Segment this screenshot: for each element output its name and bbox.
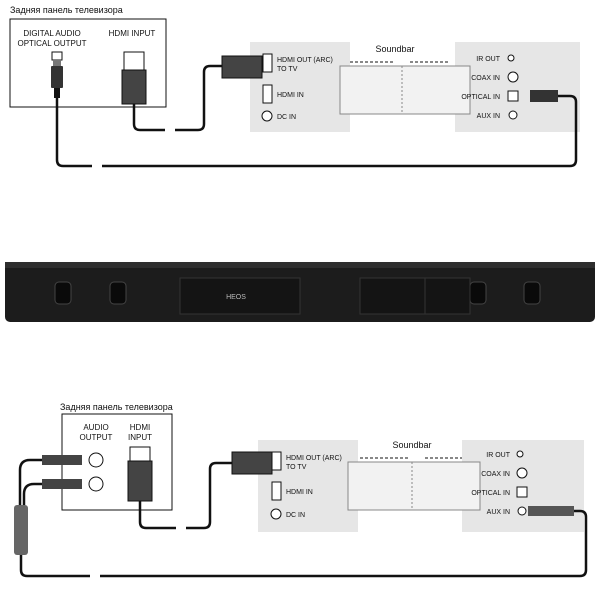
bottom-aux-in-label: AUX IN bbox=[487, 509, 510, 516]
bottom-rca-cable-split bbox=[18, 458, 42, 505]
top-optical-output-label-2: OPTICAL OUTPUT bbox=[17, 39, 86, 48]
bottom-hdmi-input-label-2: INPUT bbox=[128, 433, 152, 442]
top-aux-in-label: AUX IN bbox=[477, 113, 500, 120]
top-dc-in-port-icon bbox=[261, 110, 273, 122]
connector-bay-left bbox=[179, 277, 301, 315]
bottom-dc-in-label: DC IN bbox=[286, 512, 305, 519]
rca-plug-top-icon bbox=[42, 455, 82, 465]
top-optical-in-label: OPTICAL IN bbox=[461, 94, 500, 101]
top-hdmi-out-port-icon bbox=[262, 53, 273, 73]
bottom-audio-cable bbox=[19, 509, 588, 578]
top-diagram: Задняя панель телевизора DIGITAL AUDIO O… bbox=[9, 5, 580, 168]
port-right-inner-icon bbox=[469, 281, 487, 305]
soundbar-photo: HEOS bbox=[5, 262, 595, 322]
top-hdmi-in-label: HDMI IN bbox=[277, 92, 304, 99]
top-tv-caption: Задняя панель телевизора bbox=[10, 5, 123, 15]
top-soundbar-label: Soundbar bbox=[375, 44, 414, 54]
soundbar-brand-text: HEOS bbox=[226, 294, 246, 301]
connector-bay-right bbox=[424, 277, 471, 315]
port-right-outer-icon bbox=[523, 281, 541, 305]
top-soundbar-strip bbox=[339, 65, 471, 115]
optical-port-icon bbox=[51, 51, 63, 61]
rca-jack-top-icon bbox=[88, 452, 104, 468]
bottom-audio-output-label-2: OUTPUT bbox=[80, 433, 113, 442]
bottom-hdmi-cable bbox=[138, 461, 232, 530]
top-coax-in-label: COAX IN bbox=[471, 75, 500, 82]
top-hdmi-in-port-icon bbox=[262, 84, 273, 104]
bottom-hdmi-out-port-icon bbox=[271, 451, 282, 471]
bottom-optical-in-label: OPTICAL IN bbox=[471, 490, 510, 497]
optical-plug-strain-icon bbox=[54, 88, 60, 98]
bottom-optical-in-port-icon bbox=[516, 486, 528, 498]
top-soundbar-optical-plug-icon bbox=[530, 90, 558, 102]
bottom-dc-in-port-icon bbox=[270, 508, 282, 520]
rca-jack-bottom-icon bbox=[88, 476, 104, 492]
top-hdmi-cable bbox=[132, 64, 222, 132]
bottom-hdmi-input-label-1: HDMI bbox=[130, 423, 150, 432]
top-ir-out-port-icon bbox=[507, 54, 515, 62]
top-hdmi-out-label-2: TO TV bbox=[277, 66, 298, 73]
rca-plug-bottom-icon bbox=[42, 479, 82, 489]
bottom-ir-out-port-icon bbox=[516, 450, 524, 458]
hdmi-port-icon bbox=[123, 51, 145, 71]
port-left-inner-icon bbox=[109, 281, 127, 305]
bottom-diagram: Задняя панель телевизора AUDIO OUTPUT HD… bbox=[14, 402, 588, 578]
bottom-hdmi-plug-icon bbox=[127, 460, 153, 502]
bottom-soundbar-strip bbox=[347, 461, 481, 511]
port-left-outer-icon bbox=[54, 281, 72, 305]
bottom-aux-in-port-icon bbox=[517, 506, 527, 516]
optical-plug-tip-icon bbox=[53, 60, 61, 66]
optical-plug-icon bbox=[51, 66, 63, 88]
top-optical-cable bbox=[55, 94, 578, 168]
bottom-audio-output-label-1: AUDIO bbox=[83, 423, 108, 432]
bottom-ir-out-label: IR OUT bbox=[486, 452, 510, 459]
bottom-hdmi-in-port-icon bbox=[271, 481, 282, 501]
top-optical-in-port-icon bbox=[507, 90, 519, 102]
bottom-hdmi-out-label-1: HDMI OUT (ARC) bbox=[286, 455, 342, 462]
hdmi-plug-icon bbox=[121, 69, 147, 105]
top-hdmi-input-label: HDMI INPUT bbox=[109, 29, 156, 38]
top-coax-in-port-icon bbox=[507, 71, 519, 83]
top-soundbar-hdmi-plug-icon bbox=[221, 55, 263, 79]
top-optical-output-label-1: DIGITAL AUDIO bbox=[23, 29, 80, 38]
bottom-soundbar-label: Soundbar bbox=[392, 440, 431, 450]
top-ir-out-label: IR OUT bbox=[476, 56, 500, 63]
bottom-coax-in-label: COAX IN bbox=[481, 471, 510, 478]
bottom-hdmi-port-icon bbox=[129, 446, 151, 462]
bottom-coax-in-port-icon bbox=[516, 467, 528, 479]
top-right-panel bbox=[455, 42, 580, 132]
top-aux-in-port-icon bbox=[508, 110, 518, 120]
soundbar-top-edge bbox=[5, 262, 595, 268]
rca-splitter-icon bbox=[14, 505, 28, 555]
top-dc-in-label: DC IN bbox=[277, 114, 296, 121]
bottom-aux-plug-icon bbox=[528, 506, 574, 516]
bottom-hdmi-out-label-2: TO TV bbox=[286, 464, 307, 471]
bottom-hdmi-in-label: HDMI IN bbox=[286, 489, 313, 496]
bottom-tv-caption: Задняя панель телевизора bbox=[60, 402, 173, 412]
top-hdmi-out-label-1: HDMI OUT (ARC) bbox=[277, 57, 333, 64]
bottom-soundbar-hdmi-plug-icon bbox=[231, 451, 273, 475]
